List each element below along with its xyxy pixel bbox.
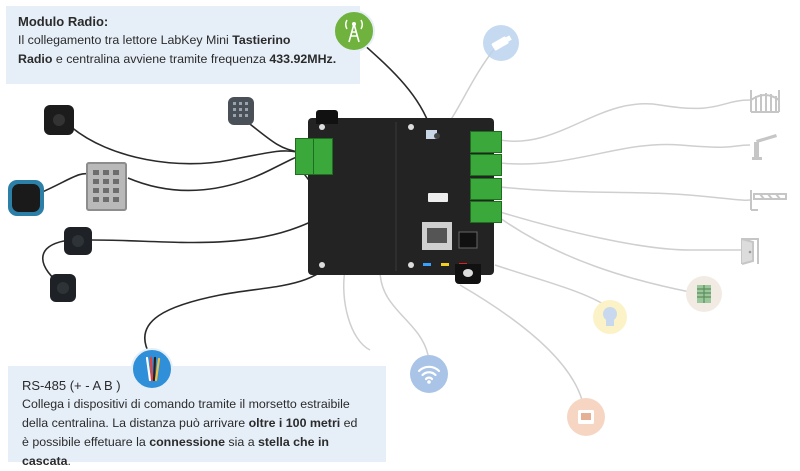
wire-turnstile	[499, 143, 751, 165]
wifi-icon	[410, 355, 448, 393]
rs485-text-line2a: della centralina. La distanza può arriva…	[22, 416, 249, 430]
rs485-text-line3b: sia a	[224, 435, 259, 449]
reader-device-5	[50, 274, 76, 302]
wire-door	[499, 211, 742, 251]
radio-text-line1: Il collegamento tra lettore LabKey Mini	[18, 33, 233, 47]
wire-barrier	[499, 186, 751, 202]
controller-board	[308, 118, 494, 275]
terminal-block-out-4[interactable]	[470, 201, 502, 223]
radio-text-keypad: Tastierino	[232, 33, 291, 47]
rs485-box-text: Collega i dispositivi di comando tramite…	[22, 395, 372, 471]
keypad-reader	[86, 162, 127, 211]
wire-wifi	[379, 269, 429, 356]
radio-box-text: Il collegamento tra lettore LabKey Mini …	[18, 31, 348, 69]
radio-text-radio: Radio	[18, 52, 53, 66]
io-board-icon	[686, 276, 722, 312]
rs485-box-title: RS-485 (+ - A B )	[22, 378, 121, 393]
reader-device-2	[228, 97, 254, 125]
rs485-text-line1: Collega i dispositivi di comando tramite…	[22, 397, 350, 411]
boom-barrier-icon	[750, 132, 780, 160]
wire-reader-3	[39, 173, 93, 194]
wire-io	[499, 217, 691, 293]
board-bottom-connector	[455, 264, 481, 284]
rs485-cable-icon	[131, 348, 173, 390]
rs485-info-box: RS-485 (+ - A B ) Collega i dispositivi …	[8, 366, 386, 468]
reader-device-4	[64, 227, 92, 255]
usb-stick-icon	[483, 25, 519, 61]
radio-module-info-box: Modulo Radio: Il collegamento tra lettor…	[6, 6, 360, 84]
gate-icon	[748, 86, 782, 114]
light-bulb-icon	[593, 300, 627, 334]
radio-tower-icon	[333, 10, 375, 52]
radio-box-title: Modulo Radio:	[18, 14, 109, 29]
rs485-text-connection: connessione	[149, 435, 225, 449]
wire-reader-1	[69, 125, 299, 165]
radio-text-line2: e centralina avviene tramite frequenza	[52, 52, 270, 66]
rs485-text-distance: oltre i 100 metri	[248, 416, 341, 430]
rs485-text-line3c: .	[67, 454, 71, 468]
wire-gate	[499, 99, 751, 142]
rs485-text-topology: stella che in cascata	[22, 435, 329, 468]
terminal-block-rs485[interactable]	[295, 138, 333, 175]
terminal-block-out-2[interactable]	[470, 154, 502, 176]
board-top-tab	[316, 110, 338, 124]
terminal-block-out-3[interactable]	[470, 178, 502, 200]
rs485-text-line3a: è possibile effetuare la	[22, 435, 150, 449]
reader-device-1	[44, 105, 74, 135]
reader-device-3	[8, 180, 44, 216]
door-icon	[740, 236, 762, 266]
radio-text-frequency: 433.92MHz.	[269, 52, 337, 66]
rs485-text-line2b: ed	[340, 416, 358, 430]
terminal-block-out-1[interactable]	[470, 131, 502, 153]
wire-extra	[343, 269, 371, 351]
wire-ethernet	[459, 284, 583, 401]
wire-bulb	[494, 264, 606, 306]
ethernet-port-icon	[567, 398, 605, 436]
barrier-icon	[748, 186, 788, 212]
